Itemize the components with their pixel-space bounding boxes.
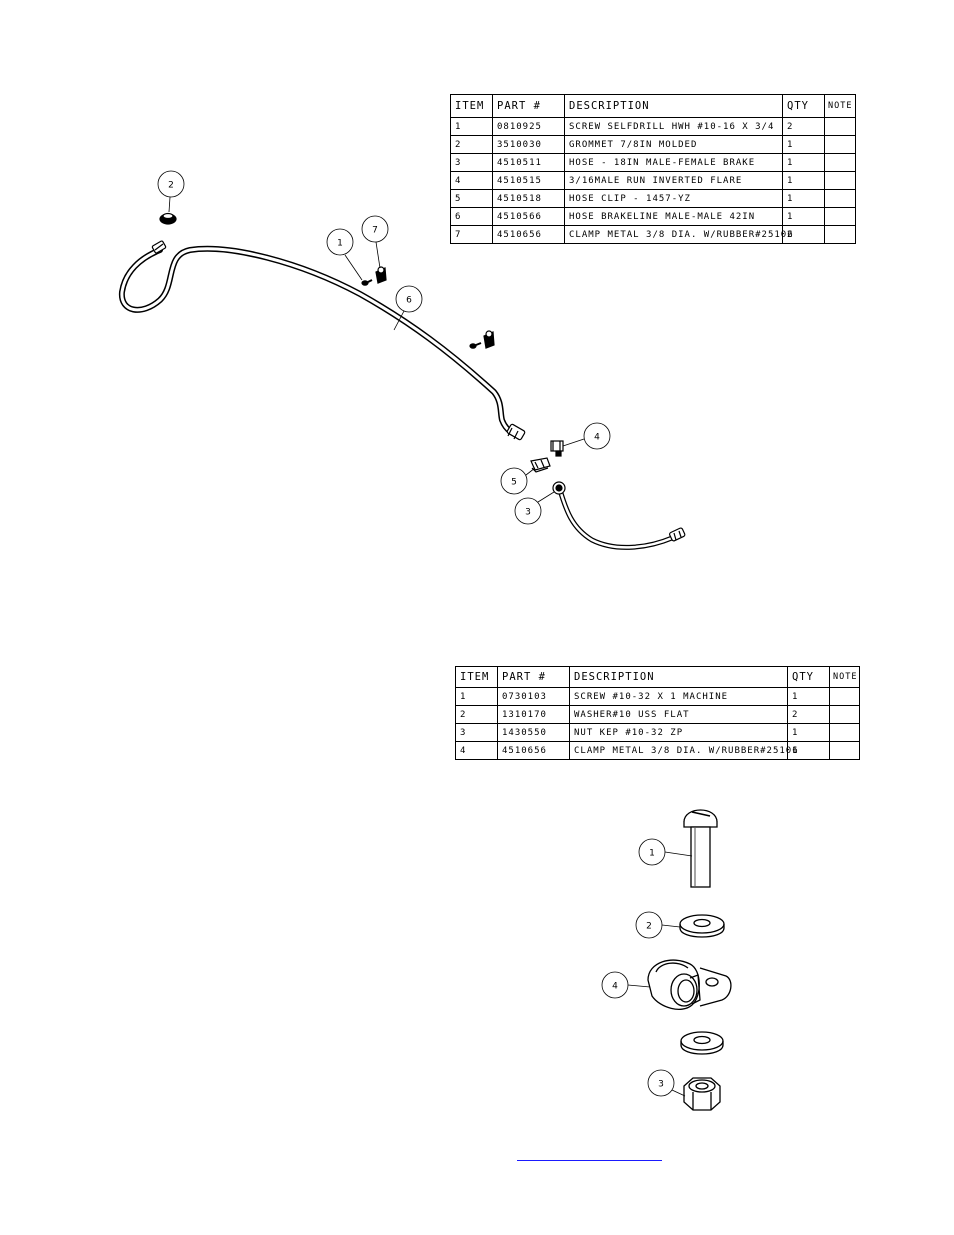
cell-qty: 2 <box>782 225 825 244</box>
hose-fitting-right <box>506 423 526 441</box>
balloon-7 <box>361 215 389 269</box>
footer-link-underline[interactable] <box>517 1159 662 1161</box>
balloon-label: 7 <box>372 226 378 236</box>
cell-note <box>829 741 860 760</box>
flat-washer-icon <box>680 1031 724 1055</box>
balloon-4 <box>601 971 651 999</box>
cell-description: CLAMP METAL 3/8 DIA. W/RUBBER#25106 <box>569 741 798 760</box>
col-qty: QTY <box>787 666 830 688</box>
balloon-6 <box>393 285 423 331</box>
machine-screw-icon <box>683 809 718 888</box>
brake-line-assembly <box>118 170 686 550</box>
col-qty: QTY <box>782 94 825 118</box>
balloon-label: 1 <box>649 849 655 859</box>
grommet-icon <box>159 212 177 225</box>
inverted-flare-fitting-icon <box>550 440 564 457</box>
screw-icon <box>469 342 482 349</box>
cell-note <box>824 225 856 244</box>
clamp-icon <box>375 266 387 284</box>
cell-item: 7 <box>450 225 493 244</box>
balloon-label: 2 <box>646 922 652 932</box>
balloon-label: 3 <box>525 508 531 518</box>
balloon-label: 6 <box>406 296 412 306</box>
flat-washer-icon <box>679 914 725 938</box>
balloon-4 <box>562 422 611 450</box>
clamp-hardware-stack <box>601 809 732 1111</box>
balloon-1 <box>638 838 693 866</box>
kep-nut-icon <box>683 1077 721 1111</box>
hose-clip-icon <box>530 457 551 473</box>
screw-icon <box>361 279 373 286</box>
hose-fitting-left <box>151 240 167 254</box>
short-hose <box>557 487 675 550</box>
hose-end-fitting <box>552 481 686 542</box>
balloon-1 <box>326 228 363 281</box>
balloon-labels-2: 1 2 4 3 <box>612 849 664 1090</box>
balloon-3 <box>647 1069 686 1097</box>
col-part: PART # <box>492 94 565 118</box>
rubber-clamp-icon <box>647 959 732 1010</box>
table-header-row: ITEM PART # DESCRIPTION QTY NOTE <box>450 94 856 118</box>
balloon-label: 1 <box>337 239 343 249</box>
balloon-label: 3 <box>658 1080 664 1090</box>
balloon-label: 2 <box>168 181 174 191</box>
cell-description: CLAMP METAL 3/8 DIA. W/RUBBER#25106 <box>564 225 793 244</box>
col-item: ITEM <box>450 94 493 118</box>
balloon-2 <box>635 911 681 939</box>
balloon-label: 4 <box>612 982 618 992</box>
balloon-5 <box>500 467 536 495</box>
balloon-3 <box>514 491 555 525</box>
balloon-2 <box>157 170 185 213</box>
balloon-label: 4 <box>594 433 600 443</box>
balloon-labels-1: 2 1 7 6 4 5 3 <box>168 181 600 518</box>
balloon-label: 5 <box>511 478 517 488</box>
clamp-icon <box>483 330 495 349</box>
brakeline-hose <box>118 245 518 437</box>
